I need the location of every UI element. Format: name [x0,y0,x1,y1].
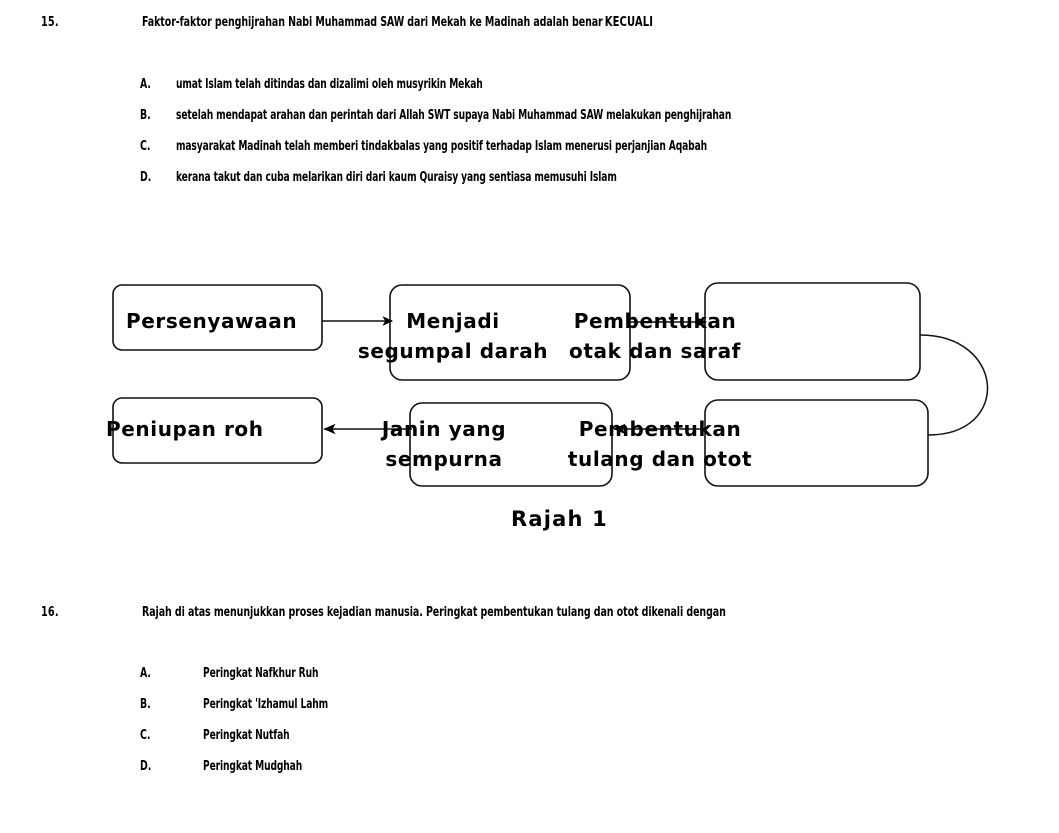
box-empty-bottom-right-shape [704,399,929,487]
question-15-option-a-letter: A. [140,77,151,92]
question-15-stem-emphasis: KECUALI [604,14,653,30]
question-16-option-b-text[interactable]: Peringkat 'Izhamul Lahm [203,697,329,712]
question-15-stem-text: Faktor-faktor penghijrahan Nabi Muhammad… [142,14,606,30]
question-16-number: 16. [41,604,59,620]
question-16-stem-text: Rajah di atas menunjukkan proses kejadia… [142,604,726,620]
question-15-option-c-letter: C. [140,139,151,154]
box-menjadi-segumpal-darah-label: Menjadi segumpal darah [357,309,549,363]
question-16-option-d-letter: D. [140,759,152,774]
question-15-option-b-text[interactable]: setelah mendapat arahan dan perintah dar… [176,108,732,123]
box-menjadi-segumpal-darah-shape [389,284,631,381]
question-16-stem: Rajah di atas menunjukkan proses kejadia… [142,604,726,620]
question-16-option-c-text[interactable]: Peringkat Nutfah [203,728,290,743]
question-15-option-d-text[interactable]: kerana takut dan cuba melarikan diri dar… [176,170,617,185]
diagram-rajah-1: Persenyawaan Menjadi segumpal darah Pemb… [0,255,1059,555]
question-16-option-c-letter: C. [140,728,151,743]
curve-right-wrap-path [919,334,989,436]
box-peniupan-roh-shape [112,397,323,464]
diagram-svg [112,282,989,487]
box-janin-yang-sempurna-shape [409,402,613,487]
question-15-option-c-text[interactable]: masyarakat Madinah telah memberi tindakb… [176,139,708,154]
question-15-option-a-text[interactable]: umat Islam telah ditindas dan dizalimi o… [176,77,483,92]
box-empty-top-right-shape [704,282,921,381]
box-persenyawaan-label: Persenyawaan [126,309,298,333]
question-15-number: 15. [41,14,59,30]
question-16-option-a-letter: A. [140,666,151,681]
box-pembentukan-otak-dan-saraf-label: Pembentukan otak dan saraf [569,309,741,363]
question-16-option-d-text[interactable]: Peringkat Mudghah [203,759,303,774]
question-16-option-b-letter: B. [140,697,151,712]
box-pembentukan-tulang-dan-otot-label: Pembentukan tulang dan otot [567,417,753,471]
question-15-option-d-letter: D. [140,170,152,185]
question-15-stem: Faktor-faktor penghijrahan Nabi Muhammad… [142,14,653,30]
question-15-option-b-letter: B. [140,108,151,123]
figure-caption-rajah-1: Rajah 1 [511,507,608,531]
box-persenyawaan-shape [112,284,323,351]
box-peniupan-roh-label: Peniupan roh [106,417,264,441]
box-janin-yang-sempurna-label: Janin yang sempurna [381,417,507,471]
question-16-option-a-text[interactable]: Peringkat Nafkhur Ruh [203,666,319,681]
